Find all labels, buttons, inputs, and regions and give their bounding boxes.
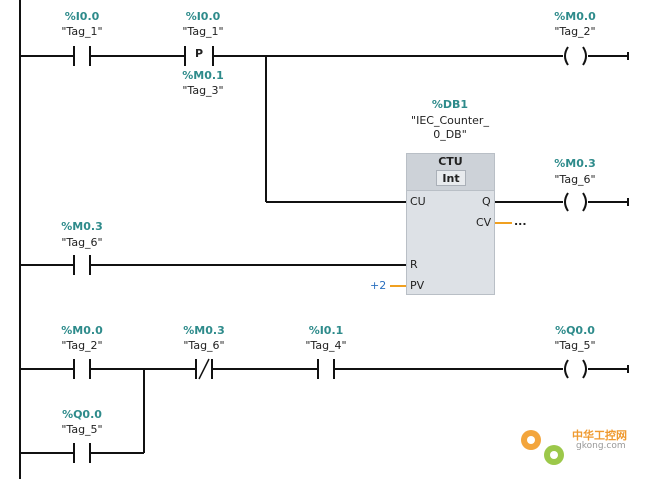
pin-r-label: R [410, 258, 418, 271]
rung3-contact1-address: %M0.0 [61, 324, 103, 337]
latch-contact-address: %Q0.0 [62, 408, 102, 421]
contact2-address: %I0.0 [185, 10, 221, 23]
contact-m00[interactable] [73, 359, 91, 379]
coil1-address: %M0.0 [554, 10, 596, 23]
counter-instance-address: %DB1 [431, 98, 469, 111]
counter-instance-name-line2: 0_DB" [433, 128, 467, 141]
coil-q00[interactable] [564, 359, 587, 379]
reset-contact-tag: "Tag_6" [61, 236, 103, 249]
watermark-text: 中华工控网 [572, 429, 627, 442]
contact-i01[interactable] [317, 359, 335, 379]
contact1-tag: "Tag_1" [61, 25, 103, 38]
latch-contact-tag: "Tag_5" [61, 423, 103, 436]
gear-icon [521, 430, 564, 465]
watermark-sub: gkong.com [576, 441, 626, 451]
pin-cv-label: CV [476, 216, 492, 229]
coil-m03[interactable] [564, 192, 587, 212]
counter-instance-name-line1: "IEC_Counter_ [411, 114, 489, 127]
contact-i00-a[interactable] [73, 46, 91, 66]
coil3-address: %Q0.0 [555, 324, 595, 337]
rung3-contact1-tag: "Tag_2" [61, 339, 103, 352]
contact-q00-latch[interactable] [73, 443, 91, 463]
pin-cu-label: CU [410, 195, 426, 208]
ctu-datatype[interactable]: Int [436, 170, 466, 186]
ctu-title: CTU [438, 155, 463, 168]
nc-contact-tag: "Tag_6" [183, 339, 225, 352]
edge-memory-tag: "Tag_3" [182, 84, 224, 97]
coil-m00[interactable] [564, 46, 587, 66]
coil3-tag: "Tag_5" [554, 339, 596, 352]
cv-value[interactable]: ... [514, 215, 527, 228]
edge-memory-address: %M0.1 [182, 69, 224, 82]
contact1-address: %I0.0 [64, 10, 100, 23]
reset-contact-address: %M0.3 [61, 220, 103, 233]
ctu-counter-block[interactable]: CTU Int [406, 153, 495, 295]
coil2-address: %M0.3 [554, 157, 596, 170]
pin-q-label: Q [482, 195, 491, 208]
contact-m03-reset[interactable] [73, 255, 91, 275]
edge-p-label: P [195, 47, 204, 60]
ctu-block-header: CTU Int [407, 154, 494, 191]
pin-pv-label: PV [410, 279, 425, 292]
rung3-contact3-address: %I0.1 [308, 324, 344, 337]
pv-constant[interactable]: +2 [370, 279, 387, 292]
contact2-tag: "Tag_1" [182, 25, 224, 38]
coil1-tag: "Tag_2" [554, 25, 596, 38]
nc-contact-address: %M0.3 [183, 324, 225, 337]
rung3-contact3-tag: "Tag_4" [305, 339, 347, 352]
contact-nc-m03[interactable] [195, 358, 213, 380]
coil2-tag: "Tag_6" [554, 173, 596, 186]
